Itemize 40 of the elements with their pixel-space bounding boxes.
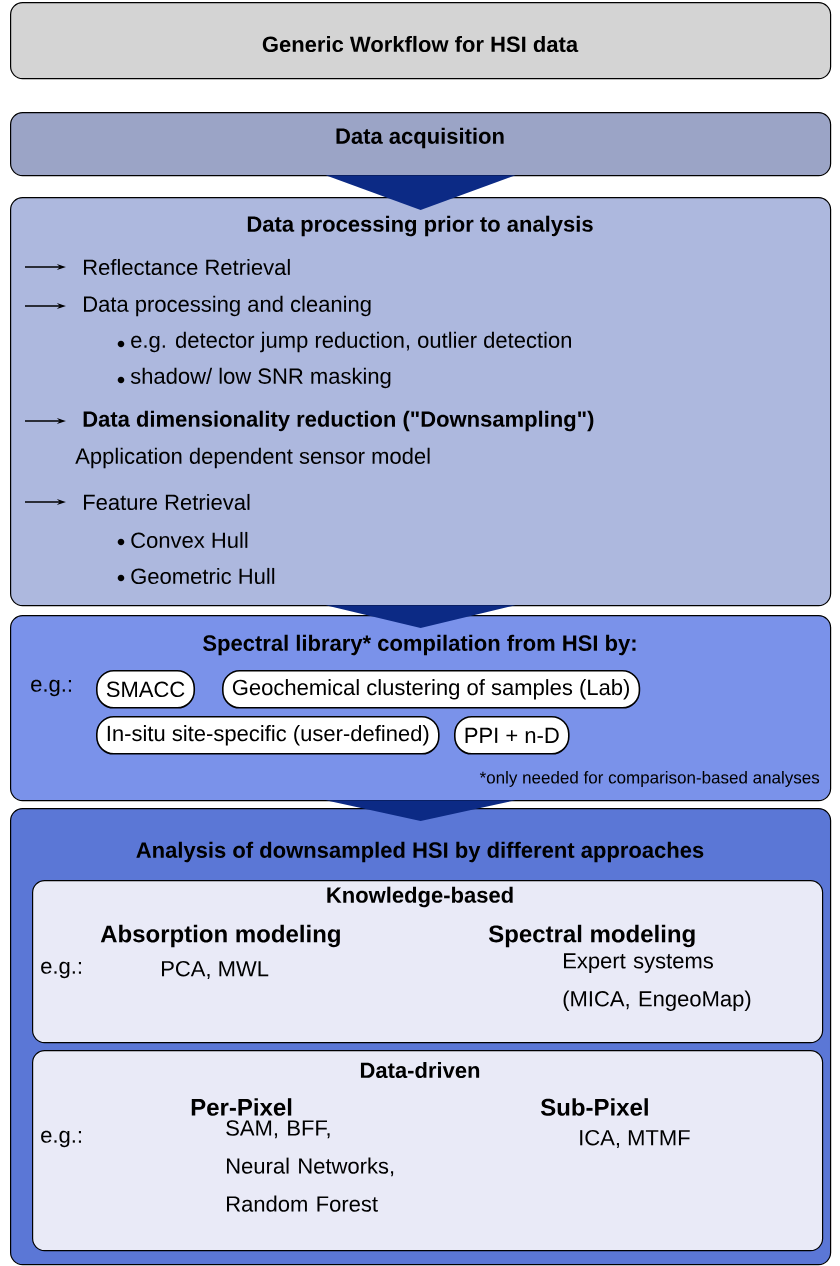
subheading: Sub-Pixel <box>540 1098 648 1116</box>
subheading: Per-Pixel <box>191 1098 292 1116</box>
option-pill: In-situ site-specific (user-defined) <box>96 716 440 755</box>
method-list: ICA, MTMF <box>580 1129 690 1149</box>
heading: Spectral library* compilation from HSI by: <box>203 634 636 656</box>
list-item: Geometric Hull <box>131 567 275 585</box>
title-text: Generic Workflow for HSI data <box>262 35 579 53</box>
list-item: shadow/ low SNR masking <box>130 367 391 389</box>
example-label: e.g.: <box>41 961 81 979</box>
list-item: Convex Hull <box>131 531 248 549</box>
option-pill: Geochemical clustering of samples (Lab) <box>222 670 641 709</box>
chevron-arrow <box>325 800 516 821</box>
list-item: e.g. detector jump reduction, outlier detection <box>131 331 571 353</box>
stage-title: Data acquisition <box>336 127 504 149</box>
footnote: *only needed for comparison-based analyses <box>479 771 820 787</box>
heading: Data-driven <box>360 1061 480 1079</box>
method-list: SAM, BFF, Neural Networks, Random Forest <box>226 1120 394 1212</box>
list-item: Application dependent sensor model <box>75 447 430 469</box>
approach-box <box>32 880 824 1044</box>
heading: Data processing prior to analysis <box>247 215 593 237</box>
list-item: Data processing and cleaning <box>84 295 371 317</box>
chevron-arrow <box>325 175 516 210</box>
option-pill: SMACC <box>96 670 196 709</box>
list-item: Data dimensionality reduction ("Downsampling") <box>83 410 594 432</box>
title-box <box>10 2 832 80</box>
method-list: Expert systems (MICA, EngeoMap) <box>563 953 751 1011</box>
subheading: Spectral modeling <box>488 924 695 948</box>
method-list: PCA, MWL <box>162 960 269 980</box>
stage-box <box>10 112 832 177</box>
chevron-arrow <box>325 605 516 628</box>
example-label: e.g.: <box>41 1130 81 1148</box>
subheading: Absorption modeling <box>100 924 340 948</box>
example-label: e.g.: <box>31 679 71 697</box>
stage-panel <box>10 197 832 607</box>
list-item: Reflectance Retrieval <box>84 258 290 276</box>
heading: Knowledge-based <box>327 886 513 908</box>
list-item: Feature Retrieval <box>84 493 250 511</box>
approach-box <box>32 1050 824 1252</box>
heading: Analysis of downsampled HSI by different approaches <box>136 841 704 863</box>
option-pill: PPI + n-D <box>454 716 570 755</box>
